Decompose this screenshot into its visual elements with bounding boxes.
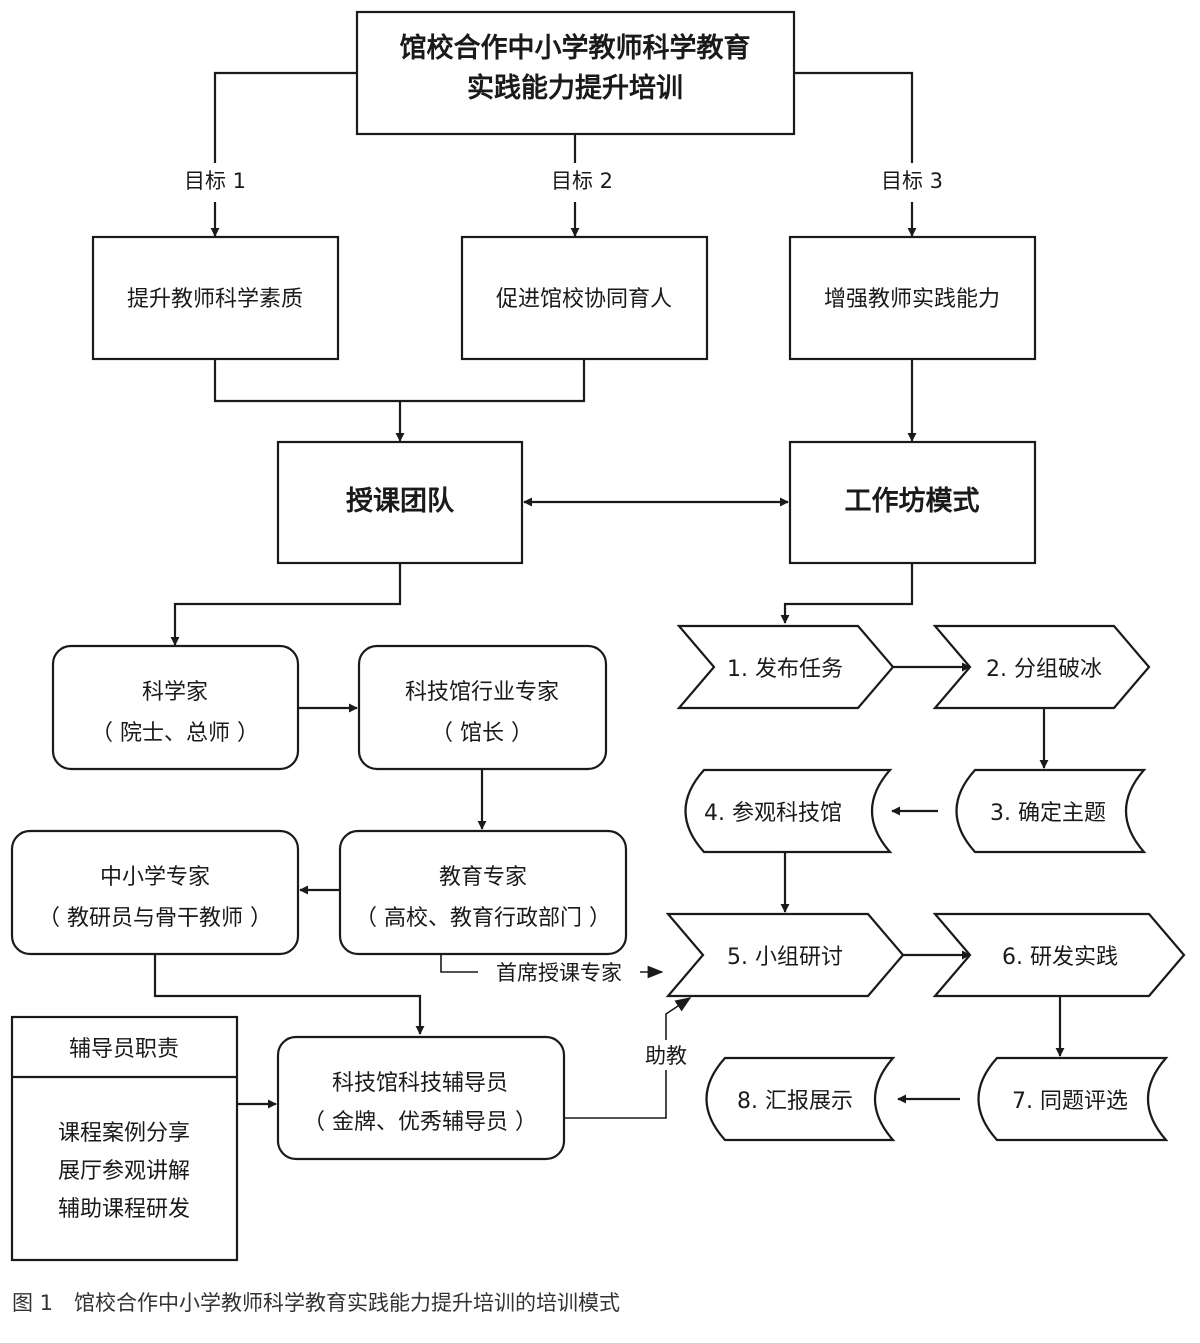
team-box: 授课团队 [276,440,524,565]
assist-label: 助教 [645,1044,687,1068]
step-1: 1. 发布任务 [676,624,895,710]
lead-expert-label-bg [478,957,640,987]
counselor-box: 科技馆科技辅导员 （ 金牌、优秀辅导员 ） [276,1035,566,1161]
school-expert-box: 中小学专家 （ 教研员与骨干教师 ） [10,829,300,956]
step-7-label: 7. 同题评选 [1012,1089,1128,1114]
duties-title: 辅导员职责 [69,1037,179,1062]
step-1-label: 1. 发布任务 [727,657,843,682]
root-node: 馆校合作中小学教师科学教育 实践能力提升培训 [355,10,796,136]
workshop-to-step1-arrow [780,563,914,624]
school-expert-line2: （ 教研员与骨干教师 ） [38,906,272,931]
team-title: 授课团队 [346,486,455,517]
education-expert-line1: 教育专家 [439,865,527,890]
step-5: 5. 小组研讨 [665,912,905,998]
assist-label-bg [640,1040,692,1070]
root-title-line2: 实践能力提升培训 [467,72,683,104]
museum-expert-box: 科技馆行业专家 （ 馆长 ） [357,644,608,771]
museum-expert-line1: 科技馆行业专家 [405,680,559,705]
step-8-label: 8. 汇报展示 [737,1089,853,1114]
goal1-box: 提升教师科学素质 [91,235,340,361]
scientist-line2: （ 院士、总师 ） [91,721,259,746]
goal3-label: 目标 3 [881,169,943,193]
step-7: 7. 同题评选 [977,1056,1169,1142]
duties-item: 课程案例分享 [58,1121,190,1146]
education-expert-line2: （ 高校、教育行政部门 ） [355,906,611,931]
goal2-box: 促进馆校协同育人 [460,235,709,361]
school-expert-line1: 中小学专家 [100,865,210,890]
step-4-label: 4. 参观科技馆 [704,801,842,826]
goal3-box: 增强教师实践能力 [788,235,1037,361]
museum-expert-line2: （ 馆长 ） [431,721,533,746]
goal2-label: 目标 2 [551,169,613,193]
step-8: 8. 汇报展示 [705,1056,896,1142]
goal2-text: 促进馆校协同育人 [496,287,672,312]
step-4: 4. 参观科技馆 [684,768,893,854]
step-3-label: 3. 确定主题 [990,801,1106,826]
education-expert-box: 教育专家 （ 高校、教育行政部门 ） [338,829,628,956]
duties-item: 展厅参观讲解 [58,1159,190,1184]
duties-box: 辅导员职责 课程案例分享 展厅参观讲解 辅助课程研发 [10,1015,239,1262]
step-6-label: 6. 研发实践 [1002,945,1118,970]
root-title-line1: 馆校合作中小学教师科学教育 [400,32,751,64]
goals-merge-line [213,359,586,403]
workshop-title: 工作坊模式 [845,486,980,517]
figure-caption: 图 1 馆校合作中小学教师科学教育实践能力提升培训的培训模式 [12,1291,620,1315]
goal1-label: 目标 1 [184,169,246,193]
step-2: 2. 分组破冰 [932,624,1151,710]
step-2-label: 2. 分组破冰 [986,657,1102,682]
counselor-line1: 科技馆科技辅导员 [332,1071,508,1096]
school-to-counselor-arrow [153,954,425,1035]
root-to-goal3-line [794,71,914,163]
workshop-box: 工作坊模式 [788,440,1037,565]
team-to-scientist-arrow [170,563,402,646]
goal1-text: 提升教师科学素质 [127,287,303,312]
lead-expert-label: 首席授课专家 [496,961,622,985]
counselor-line2: （ 金牌、优秀辅导员 ） [303,1110,537,1135]
step-6: 6. 研发实践 [932,912,1186,998]
duties-item: 辅助课程研发 [58,1197,190,1222]
scientist-box: 科学家 （ 院士、总师 ） [51,644,300,771]
goal3-text: 增强教师实践能力 [824,287,1000,312]
root-to-goal1-line [213,71,357,163]
scientist-line1: 科学家 [142,680,208,705]
step-3: 3. 确定主题 [955,768,1147,854]
step-5-label: 5. 小组研讨 [727,945,843,970]
